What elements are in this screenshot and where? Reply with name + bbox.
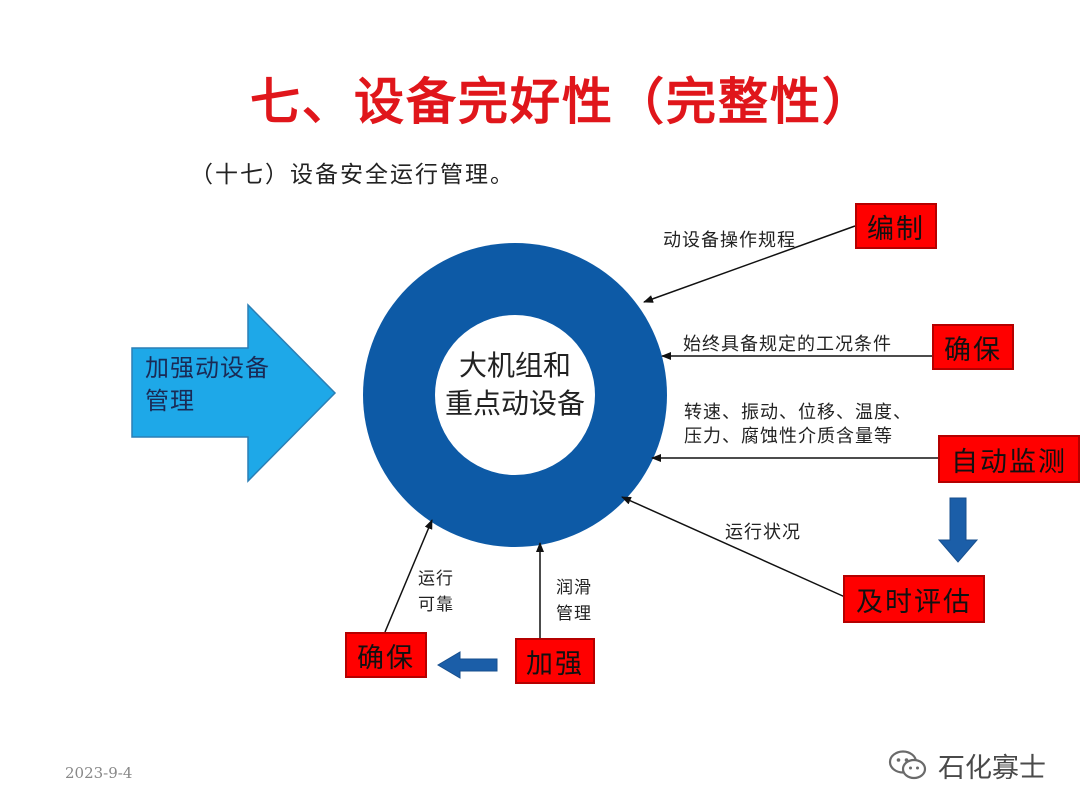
left-arrow-line-1: 加强动设备 xyxy=(145,354,270,382)
left-arrow-text: 加强动设备 管理 xyxy=(145,352,270,418)
left-small-block-arrow xyxy=(437,651,498,679)
box-zidong-jiance: 自动监测 xyxy=(938,435,1080,483)
label-jiance-xiangmu-1: 转速、振动、位移、温度、 xyxy=(684,402,912,423)
label-caozuo-guicheng: 动设备操作规程 xyxy=(663,230,796,251)
arrow-yunxing xyxy=(384,519,433,633)
left-block-arrow xyxy=(131,303,337,483)
left-arrow-line-2: 管理 xyxy=(145,387,195,415)
label-runhua: 润滑 xyxy=(556,578,592,598)
watermark: 石化寡士 xyxy=(888,745,1046,785)
label-gongkuang-tiaojian: 始终具备规定的工况条件 xyxy=(683,334,892,355)
ring-center-text: 大机组和 重点动设备 xyxy=(430,347,600,423)
center-line-1: 大机组和 xyxy=(458,349,571,382)
arrow-jishi xyxy=(621,496,846,598)
label-kekao: 可靠 xyxy=(418,595,454,615)
box-jiaqiang: 加强 xyxy=(515,638,595,684)
arrow-bianzhi xyxy=(643,225,856,303)
box-jishi-pinggu: 及时评估 xyxy=(843,575,985,623)
label-yunxing-zhuangkuang: 运行状况 xyxy=(725,522,801,543)
label-jiance-xiangmu-2: 压力、腐蚀性介质含量等 xyxy=(684,426,893,447)
wechat-icon xyxy=(888,750,927,780)
footer-date: 2023-9-4 xyxy=(65,764,133,782)
ring-inner xyxy=(435,315,595,475)
label-yunxing: 运行 xyxy=(418,569,454,589)
slide-subtitle: （十七）设备安全运行管理。 xyxy=(190,162,515,188)
box-quebao-right: 确保 xyxy=(932,324,1014,370)
label-runhua-guanli: 管理 xyxy=(556,604,592,624)
watermark-text: 石化寡士 xyxy=(938,752,1046,784)
slide-title: 七、设备完好性（完整性） xyxy=(250,72,874,131)
box-quebao-bottom: 确保 xyxy=(345,632,427,678)
center-line-2: 重点动设备 xyxy=(444,387,585,420)
down-block-arrow xyxy=(937,497,979,563)
box-bianzhi: 编制 xyxy=(855,203,937,249)
